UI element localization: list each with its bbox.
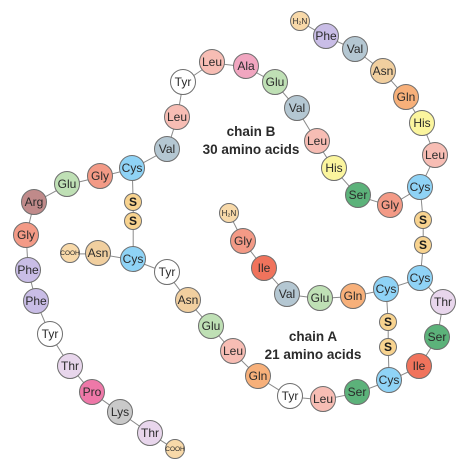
chain-a-residue-leu: Leu xyxy=(310,386,336,412)
chain-b-residue-arg: Arg xyxy=(21,189,47,215)
chain-b-residue-leu: Leu xyxy=(304,128,330,154)
chain-b-residue-cys: Cys xyxy=(407,174,433,200)
chain-b-residue-his: His xyxy=(409,110,435,136)
chain-b-label-name: chain B xyxy=(226,124,276,139)
chain-b-residue-val: Val xyxy=(342,36,368,62)
chain-b-residue-phe: Phe xyxy=(23,288,49,314)
chain-a-residue-cys: Cys xyxy=(376,367,402,393)
chain-b-residue-pro: Pro xyxy=(79,379,105,405)
chain-b-residue-leu: Leu xyxy=(164,104,190,130)
chain-b-residue-leu: Leu xyxy=(199,49,225,75)
chain-b-residue-cys: Cys xyxy=(119,155,145,181)
chain-b-residue-glu: Glu xyxy=(54,171,80,197)
chain-b-residue-his: His xyxy=(321,155,347,181)
chain-b-residue-gly: Gly xyxy=(13,222,39,248)
chain-a-residue-ser: Ser xyxy=(424,324,450,350)
chain-a-residue-ile: Ile xyxy=(251,255,277,281)
chain-a-residue-val: Val xyxy=(274,281,300,307)
chain-b-residue-thr: Thr xyxy=(137,420,163,446)
chain-a-residue-gln: Gln xyxy=(245,363,271,389)
disulfide-sulfur: S xyxy=(124,193,142,211)
disulfide-sulfur: S xyxy=(414,236,432,254)
chain-a-residue-leu: Leu xyxy=(220,338,246,364)
chain-b-residue-phe: Phe xyxy=(313,23,339,49)
chain-b-c-terminus: COOH xyxy=(165,439,185,459)
chain-a-residue-ser: Ser xyxy=(344,379,370,405)
chain-a-label-count: 21 amino acids xyxy=(264,347,362,362)
chain-a-residue-tyr: Tyr xyxy=(154,259,180,285)
chain-a-residue-glu: Glu xyxy=(198,313,224,339)
chain-a-residue-asn: Asn xyxy=(175,287,201,313)
chain-a-c-terminus: COOH xyxy=(60,243,80,263)
chain-a-residue-cys: Cys xyxy=(120,246,146,272)
chain-b-residue-leu: Leu xyxy=(422,142,448,168)
chain-a-residue-asn: Asn xyxy=(85,240,111,266)
chain-a-residue-cys: Cys xyxy=(373,276,399,302)
chain-b-label: chain B 30 amino acids xyxy=(196,123,306,159)
disulfide-sulfur: S xyxy=(414,211,432,229)
chain-b-residue-gly: Gly xyxy=(377,192,403,218)
disulfide-sulfur: S xyxy=(379,338,397,356)
chain-a-label-name: chain A xyxy=(288,329,338,344)
chain-a-residue-gln: Gln xyxy=(340,283,366,309)
chain-a-label: chain A 21 amino acids xyxy=(258,328,368,364)
chain-b-residue-val: Val xyxy=(154,136,180,162)
chain-a-n-terminus: H₂N xyxy=(219,203,239,223)
chain-b-residue-phe: Phe xyxy=(15,257,41,283)
chain-a-residue-ile: Ile xyxy=(406,353,432,379)
chain-b-residue-gly: Gly xyxy=(87,163,113,189)
chain-b-residue-ser: Ser xyxy=(345,182,371,208)
chain-b-residue-asn: Asn xyxy=(370,58,396,84)
chain-a-residue-gly: Gly xyxy=(230,228,256,254)
chain-b-residue-tyr: Tyr xyxy=(170,69,196,95)
chain-a-residue-glu: Glu xyxy=(307,285,333,311)
chain-a-residue-thr: Thr xyxy=(430,289,456,315)
chain-a-residue-cys: Cys xyxy=(407,265,433,291)
chain-b-residue-val: Val xyxy=(284,95,310,121)
chain-b-residue-glu: Glu xyxy=(262,69,288,95)
disulfide-sulfur: S xyxy=(124,212,142,230)
chain-b-residue-gln: Gln xyxy=(393,84,419,110)
chain-b-n-terminus: H₂N xyxy=(290,11,310,31)
chain-b-residue-ala: Ala xyxy=(233,53,259,79)
disulfide-sulfur: S xyxy=(379,313,397,331)
chain-b-label-count: 30 amino acids xyxy=(202,142,300,157)
chain-a-residue-tyr: Tyr xyxy=(277,383,303,409)
chain-b-residue-tyr: Tyr xyxy=(37,321,63,347)
chain-b-residue-thr: Thr xyxy=(57,353,83,379)
chain-b-residue-lys: Lys xyxy=(107,399,133,425)
